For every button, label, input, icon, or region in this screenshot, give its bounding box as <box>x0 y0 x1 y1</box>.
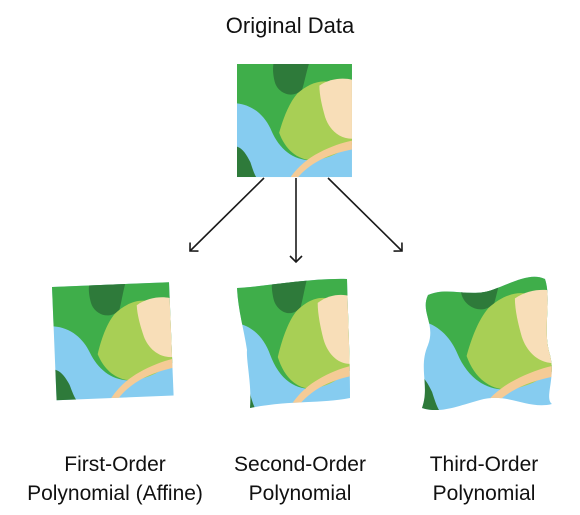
second-order-label-line1: Second-Order <box>234 453 366 476</box>
arrow-to-first-order <box>189 177 265 252</box>
third-order-label-line1: Third-Order <box>429 453 539 476</box>
second-order-map-tile <box>237 278 350 408</box>
first-order-label-line2: Polynomial (Affine) <box>27 482 203 505</box>
second-order-label-line2: Polynomial <box>248 482 352 505</box>
original-map-tile <box>237 64 352 178</box>
arrow-to-third-order <box>327 177 403 252</box>
third-order-map-tile <box>422 276 552 410</box>
diagram-title: Original Data <box>225 13 355 38</box>
third-order-label-line2: Polynomial <box>432 482 536 505</box>
third-order-label: Third-Order Polynomial <box>384 450 580 508</box>
first-order-label-line1: First-Order <box>64 453 166 476</box>
first-order-label: First-Order Polynomial (Affine) <box>15 450 215 508</box>
first-order-map-tile <box>52 282 174 401</box>
second-order-label: Second-Order Polynomial <box>200 450 400 508</box>
